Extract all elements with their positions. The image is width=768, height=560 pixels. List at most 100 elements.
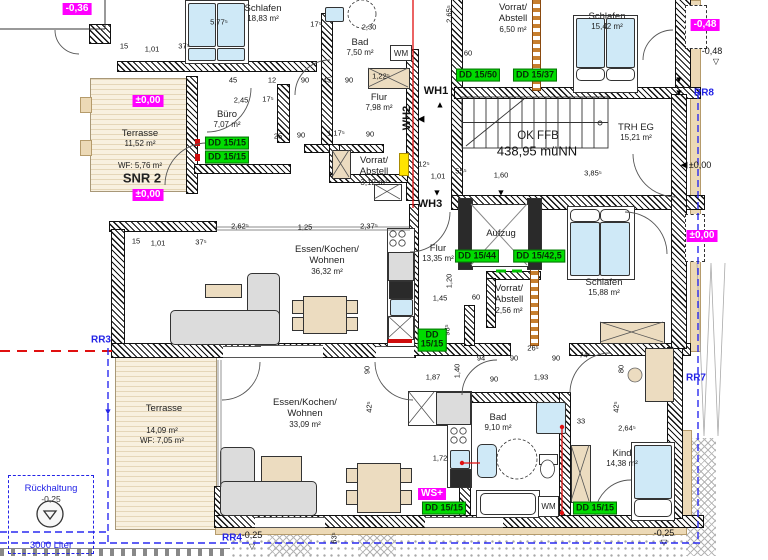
slab-opening-badge: DD 15/37: [512, 68, 558, 82]
elevation-badge: ±0,00: [132, 189, 164, 201]
elevation-badge: -0,36: [62, 3, 92, 15]
drain-pipe-label-rr3: RR3: [90, 334, 112, 346]
dimension: 1,20: [444, 273, 454, 289]
apartment-label-wh2: WH2: [401, 105, 413, 131]
direction-marker: ▼: [103, 406, 113, 417]
dimension: 90: [551, 353, 561, 363]
sink: [390, 299, 413, 316]
slab-opening-badge: DD 15/15: [204, 150, 250, 164]
room-label-terrasse-bottom: Terrasse: [145, 403, 183, 414]
pavement-hatch-patch: [358, 533, 396, 555]
dimension: 2,30: [361, 22, 377, 32]
door-opening: [223, 346, 261, 358]
direction-marker: ▽: [248, 542, 256, 551]
dimension: 80: [616, 364, 626, 374]
dimension: 1,72: [432, 453, 448, 463]
dimension: 1,60: [493, 170, 509, 180]
dimension: 1,01: [430, 171, 446, 181]
room-label-aufzug: Aufzug: [486, 228, 516, 239]
drain-pipe-label-rr8: RR8: [693, 87, 715, 99]
facade-strip-right: [690, 0, 701, 352]
dimension: 2,37⁵: [360, 221, 378, 231]
dimension: 90: [300, 75, 310, 85]
patio-door-opening: [255, 517, 325, 528]
sofa: [170, 310, 280, 345]
wardrobe: [600, 322, 665, 344]
terrace-step: [80, 97, 92, 113]
elevation-badge: WS+: [418, 488, 446, 500]
dimension: 1,22⁵: [372, 71, 390, 81]
dimension: 90: [489, 374, 499, 384]
dining-table: [357, 463, 401, 513]
direction-marker: ◀: [417, 113, 425, 124]
retention-title: Rückhaltung: [24, 483, 78, 494]
desk: [645, 348, 674, 402]
retention-volume: 3000 Liter: [29, 540, 73, 551]
elevation-value: -0,25: [653, 528, 675, 538]
dimension: 1,01: [150, 238, 166, 248]
drain-pipe-label-rr7: RR7: [685, 372, 707, 384]
dimension: 15: [131, 236, 141, 246]
dimension: 2,64⁵: [618, 423, 636, 433]
dimension: 90: [362, 365, 372, 375]
direction-marker: ▲: [435, 99, 445, 110]
shower: [536, 402, 566, 434]
dimension: 25: [273, 131, 283, 141]
drain-pipe-label-rr4: RR4: [221, 532, 243, 544]
dimension: 42⁵: [611, 401, 621, 413]
dimension: 1,93: [533, 372, 549, 382]
dimension: 12⁵: [418, 159, 430, 169]
elevation-value: -0,25: [241, 530, 263, 540]
slab-opening-badge: DD 15/44: [454, 249, 500, 263]
slab-opening-badge: DD 15/15: [417, 328, 447, 352]
dimension: 1,45: [432, 293, 448, 303]
dimension: 94: [476, 353, 486, 363]
dimension: 63⁵: [329, 532, 339, 544]
dimension: 2,45: [233, 95, 249, 105]
dimension: 12: [267, 75, 277, 85]
washing-machine-top: WM: [390, 45, 412, 61]
toilet-tank: [539, 454, 558, 465]
dimension: 1,17⁵: [327, 128, 345, 138]
dimension: 3,85⁵: [584, 168, 602, 178]
elevation-badge: ±0,00: [686, 230, 718, 242]
slab-opening-badge: DD 15/50: [455, 68, 501, 82]
coffee-table: [261, 456, 302, 482]
facade-strip-bottom: [215, 527, 687, 535]
terrace-step: [80, 140, 92, 156]
dimension: 2,62⁵: [231, 221, 249, 231]
dimension: 55⁵: [455, 166, 467, 176]
direction-marker: ▼: [674, 74, 684, 85]
dimension: 37⁵: [178, 41, 190, 51]
dimension: 1,87: [425, 372, 441, 382]
sideboard: [205, 284, 242, 298]
apartment-label-wh3: WH3: [417, 198, 443, 210]
dimension: 42⁵: [364, 401, 374, 413]
dimension: 17⁵: [262, 94, 274, 104]
facade-strip-right-low: [682, 430, 692, 527]
washing-machine-bottom: WM: [538, 496, 559, 517]
slab-opening-badge: DD 15/15: [421, 501, 467, 515]
duct: [399, 153, 409, 176]
retention-level: -0,25: [41, 494, 61, 504]
oven: [450, 469, 471, 488]
dimension: 37⁵: [195, 237, 207, 247]
sink: [450, 450, 470, 469]
door-opening: [376, 346, 414, 358]
direction-marker: ▼: [432, 187, 442, 198]
sink: [477, 444, 497, 478]
dimension: 1,40: [452, 363, 462, 379]
